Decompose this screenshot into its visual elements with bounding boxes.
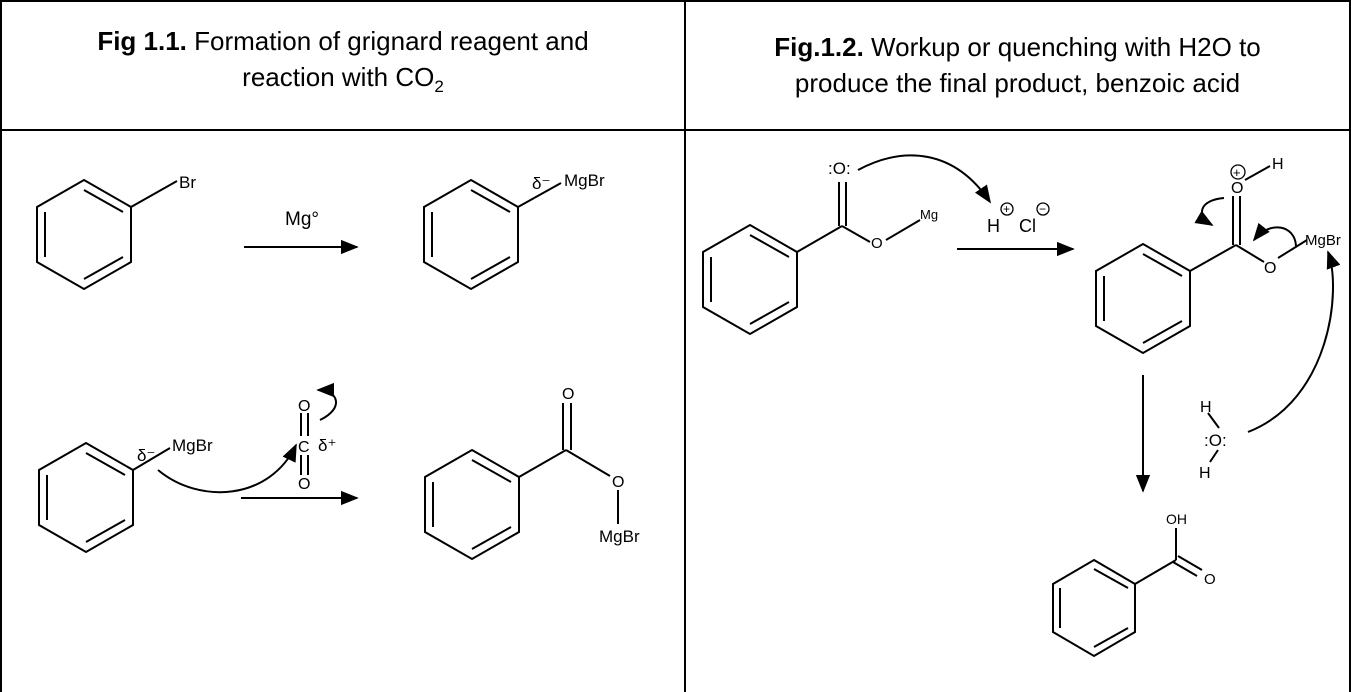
phenylmagnesium-bromide-ring — [423, 178, 562, 291]
br-label: Br — [179, 173, 196, 192]
fig1-header: Fig 1.1. Formation of grignard reagent a… — [2, 0, 684, 129]
oxonium-plus-sign: + — [1233, 165, 1241, 180]
mg-reagent-label: Mg° — [285, 209, 319, 230]
fig2-header: Fig.1.2. Workup or quenching with H2O to… — [686, 0, 1349, 129]
curved-arrow-nucleophilic-attack — [157, 443, 297, 494]
fig2-title-line2: produce the final product, benzoic acid — [794, 67, 1241, 98]
curved-arrow-carbonyl — [1194, 197, 1225, 226]
fig1-title-line2-sub: 2 — [434, 77, 444, 97]
water-molecule — [1207, 412, 1220, 463]
magnesium-benzoate — [424, 403, 619, 561]
curved-arrow-protonation — [857, 154, 992, 204]
table-border-right — [1349, 0, 1351, 692]
plus-charge-icon: + — [1000, 202, 1014, 216]
phenylmagnesium-bromide-ring-2 — [38, 441, 171, 554]
protonated-intermediate — [1095, 165, 1308, 355]
mgbr-label-3: MgBr — [599, 527, 640, 546]
fig2-title-bold: Fig.1.2. — [774, 31, 864, 62]
plus-sign: + — [1003, 202, 1010, 216]
water-h-top: H — [1200, 399, 1212, 416]
co2-o-bottom: O — [298, 476, 310, 493]
fig2-title-line1: Fig.1.2. Workup or quenching with H2O to — [774, 29, 1261, 65]
delta-minus-label-2: δ⁻ — [137, 446, 155, 465]
minus-charge-icon: − — [1036, 202, 1050, 216]
curved-arrow-pi-bond — [316, 382, 338, 421]
mgbr-label-1: MgBr — [564, 171, 605, 190]
co2-c: C — [298, 439, 310, 456]
ester-o-label-2: O — [1264, 260, 1276, 277]
delta-plus-label: δ⁺ — [318, 436, 336, 455]
benzoate-o-carbonyl: O — [562, 386, 574, 403]
oxonium-o-label: O — [1231, 180, 1243, 197]
benzoate-mg-ring — [702, 182, 921, 336]
water-h-bottom: H — [1199, 465, 1211, 482]
mgbr-label-4: MgBr — [1305, 232, 1341, 249]
bromobenzene-ring — [36, 178, 178, 291]
oxonium-h-label: H — [1272, 156, 1284, 173]
benzoate-o-ester: O — [612, 474, 624, 491]
ester-o-label-1: O — [871, 235, 883, 252]
lone-pair-o-label: :O: — [828, 159, 851, 178]
oh-label: OH — [1166, 511, 1187, 527]
benzoic-acid — [1052, 528, 1203, 658]
fig2-title-rest: Workup or quenching with H2O to — [863, 31, 1261, 62]
fig1-title-bold: Fig 1.1. — [97, 26, 187, 57]
curved-arrow-o-mg — [1252, 222, 1297, 247]
table-border-top — [0, 0, 1351, 2]
water-o-label: :O: — [1204, 431, 1227, 450]
delta-minus-label-1: δ⁻ — [532, 174, 550, 193]
fig1-title-line1: Fig 1.1. Formation of grignard reagent a… — [97, 23, 588, 59]
mgbr-label-2: MgBr — [172, 436, 213, 455]
table-header-divider — [0, 129, 1351, 131]
h-plus-label: H — [987, 216, 1000, 236]
oxonium-plus-icon: + — [1230, 164, 1246, 180]
cl-minus-label: Cl — [1019, 216, 1036, 236]
co2-o-top: O — [298, 398, 310, 415]
table-border-left — [0, 0, 2, 692]
fig1-title-line2-prefix: reaction with CO — [242, 62, 435, 93]
curved-arrow-water-attack — [1247, 250, 1341, 433]
fig1-title-rest: Formation of grignard reagent and — [186, 26, 589, 57]
acid-o-label: O — [1204, 571, 1216, 588]
fig1-title-line2: reaction with CO2 — [242, 59, 444, 105]
minus-sign: − — [1039, 202, 1046, 216]
mg-label: Mg — [920, 207, 938, 222]
carbon-dioxide — [300, 413, 309, 475]
table-border-middle — [684, 0, 686, 692]
